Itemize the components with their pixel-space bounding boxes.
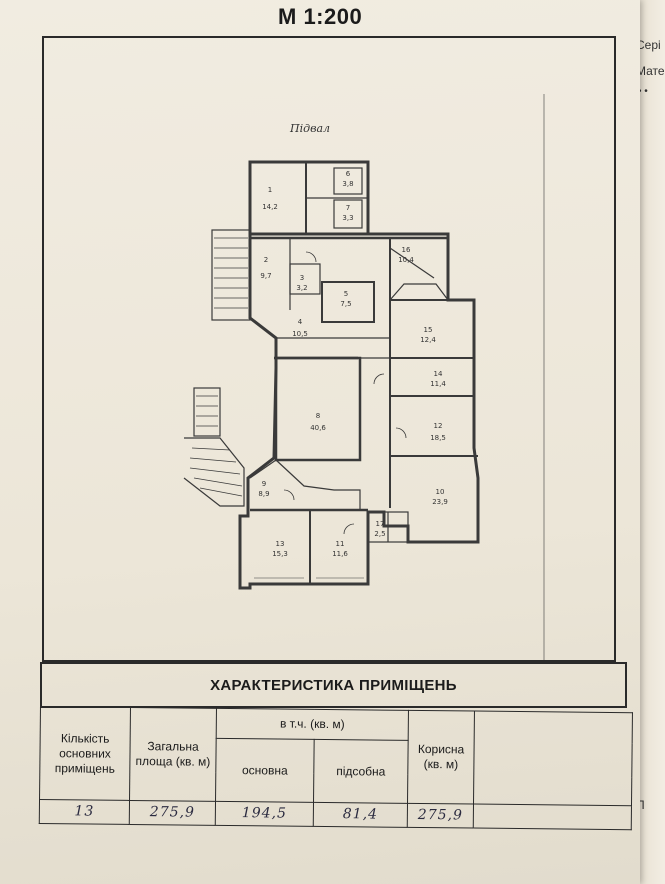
room-label: 3 <box>300 274 304 282</box>
room-area: 10,5 <box>292 330 308 338</box>
room-area: 18,5 <box>430 434 446 442</box>
characteristics-title-row: ХАРАКТЕРИСТИКА ПРИМІЩЕНЬ <box>40 662 627 708</box>
header-useful-area: Корисна (кв. м) <box>407 710 475 805</box>
adjacent-sheet-dots: • • <box>638 86 648 97</box>
room-area: 23,9 <box>432 498 448 506</box>
room-label: 11 <box>336 540 345 548</box>
room-label: 17 <box>376 520 385 528</box>
room-label: 14 <box>434 370 443 378</box>
room-label: 13 <box>276 540 285 548</box>
room-area: 40,6 <box>310 424 326 432</box>
room-area: 2,5 <box>374 530 385 538</box>
characteristics-table: Кількість основних приміщень Загальна пл… <box>39 706 633 830</box>
room-area: 3,3 <box>342 214 353 222</box>
room-label: 16 <box>402 246 411 254</box>
floor-label: Підвал <box>289 122 330 135</box>
adjacent-sheet-text-2: Мате <box>636 64 665 78</box>
scale-label: М 1:200 <box>278 4 363 29</box>
room-label: 1 <box>268 186 272 194</box>
value-count: 13 <box>39 799 130 825</box>
room-label: 15 <box>424 326 433 334</box>
room-area: 12,4 <box>420 336 436 344</box>
room-area: 9,7 <box>260 272 271 280</box>
room-label: 7 <box>346 204 350 212</box>
room-label: 4 <box>298 318 303 326</box>
room-label: 2 <box>264 256 268 264</box>
room-area: 14,2 <box>262 203 278 211</box>
header-main-area: основна <box>215 738 315 803</box>
empty-header-cell <box>473 711 633 806</box>
room-area: 3,2 <box>296 284 307 292</box>
plan-frame <box>42 36 616 662</box>
room-label: 6 <box>346 170 351 178</box>
adjacent-sheet-text-3: П <box>636 798 645 812</box>
value-auxiliary-area: 81,4 <box>313 802 408 828</box>
header-count: Кількість основних приміщень <box>39 706 131 801</box>
floor-plan-drawing: Підвал 1 14,2 2 9,7 3 3,2 4 10,5 5 7,5 6… <box>183 94 545 660</box>
room-label: 12 <box>434 422 443 430</box>
room-label: 9 <box>262 480 266 488</box>
room-area: 11,4 <box>430 380 446 388</box>
adjacent-sheet-text-1: Серi <box>636 38 661 52</box>
header-including: в т.ч. (кв. м) <box>216 708 409 741</box>
value-useful-area: 275,9 <box>407 803 474 829</box>
header-total-area: Загальна площа (кв. м) <box>129 707 217 802</box>
room-area: 15,3 <box>272 550 288 558</box>
room-area: 3,8 <box>342 180 353 188</box>
room-area: 10,4 <box>398 256 414 264</box>
room-label: 10 <box>436 488 445 496</box>
characteristics-title: ХАРАКТЕРИСТИКА ПРИМІЩЕНЬ <box>210 676 457 694</box>
value-total-area: 275,9 <box>129 800 216 826</box>
room-label: 5 <box>344 290 348 298</box>
room-area: 7,5 <box>340 300 351 308</box>
room-area: 11,6 <box>332 550 348 558</box>
value-main-area: 194,5 <box>215 801 314 827</box>
room-area: 8,9 <box>258 490 269 498</box>
header-auxiliary-area: підсобна <box>313 739 409 804</box>
floor-plan-document <box>0 0 640 884</box>
room-label: 8 <box>316 412 320 420</box>
empty-value-cell <box>473 804 632 830</box>
